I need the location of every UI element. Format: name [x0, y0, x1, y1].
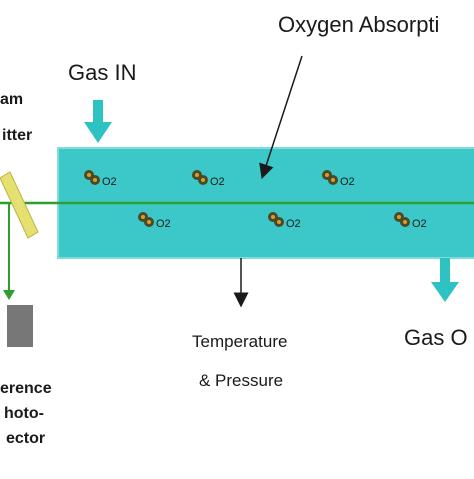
o2-label: O2 [412, 218, 427, 230]
gas-out-arrow [431, 258, 459, 302]
reference-detector-label-line1: erence [0, 380, 52, 397]
beam-splitter-label-line1: am [0, 91, 24, 108]
o2-label: O2 [210, 176, 225, 188]
o2-molecule: O2 [84, 170, 117, 188]
o2-label: O2 [286, 218, 301, 230]
diagram-title: Oxygen Absorpti [278, 12, 440, 37]
reference-beam-arrowhead [3, 290, 15, 300]
o2-label: O2 [340, 176, 355, 188]
o2-molecule: O2 [192, 170, 225, 188]
o2-label: O2 [156, 218, 171, 230]
reference-detector-label-line3: ector [6, 430, 46, 447]
beam-splitter [0, 171, 39, 239]
gas-out-label: Gas O [404, 325, 468, 350]
temperature-label: Temperature [192, 332, 288, 351]
reference-detector-label-line2: hoto- [4, 405, 44, 422]
o2-molecule: O2 [394, 212, 427, 230]
o2-molecule: O2 [268, 212, 301, 230]
gas-in-label: Gas IN [68, 60, 137, 85]
gas-in-arrow [84, 100, 112, 143]
title-pointer-arrow [259, 55, 303, 180]
o2-molecule: O2 [322, 170, 355, 188]
reference-photodetector [7, 305, 33, 347]
pressure-label: & Pressure [199, 371, 284, 390]
o2-label: O2 [102, 176, 117, 188]
beam-splitter-label-line2: itter [2, 127, 33, 144]
o2-molecule: O2 [138, 212, 171, 230]
